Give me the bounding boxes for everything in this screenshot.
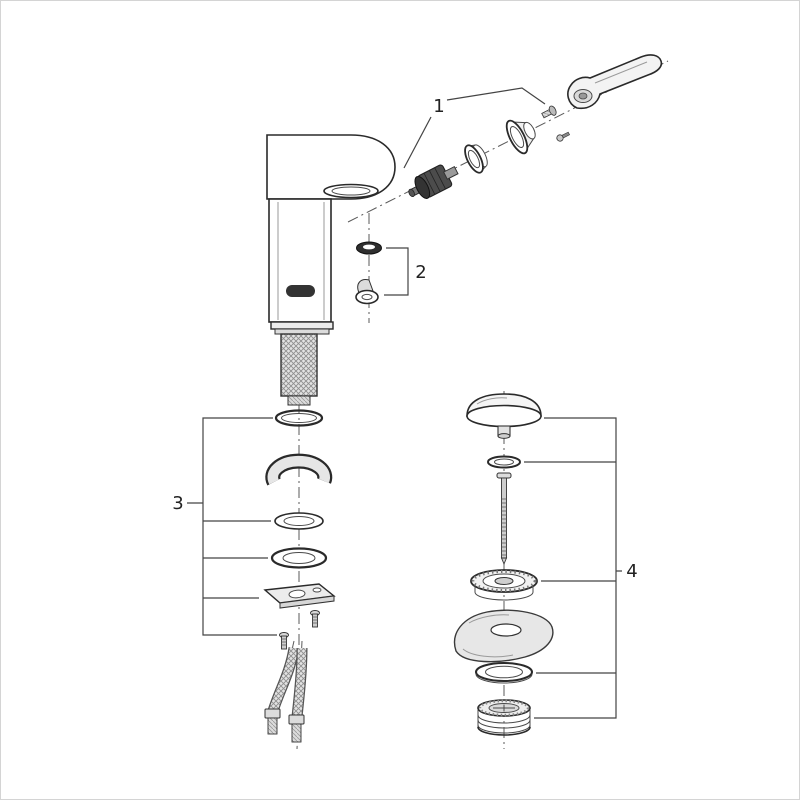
base-gasket bbox=[270, 321, 334, 330]
washer-ring bbox=[270, 547, 328, 569]
supply-hoses bbox=[264, 647, 308, 743]
callout-1-label: 1 bbox=[433, 96, 444, 117]
callout-1-leader bbox=[446, 87, 546, 105]
drain-plug-cap bbox=[466, 393, 542, 439]
shank-thread-tail bbox=[287, 395, 311, 406]
callout-2-label: 2 bbox=[415, 262, 426, 283]
spout-parts-group2 bbox=[355, 241, 382, 305]
hose-thread bbox=[267, 717, 278, 735]
drain-rod-screw bbox=[496, 472, 512, 566]
spout bbox=[266, 134, 396, 200]
mounting-plate bbox=[263, 583, 336, 609]
callout-3-label: 3 bbox=[172, 493, 183, 514]
aerator-inner bbox=[331, 186, 371, 196]
handle-screw bbox=[541, 105, 557, 119]
o-ring bbox=[274, 409, 324, 427]
callout-1: 1 bbox=[403, 87, 546, 169]
drain-flange bbox=[470, 569, 538, 601]
mounting-horseshoe bbox=[265, 453, 333, 486]
threaded-shank bbox=[280, 333, 318, 397]
basin-drain-hole bbox=[490, 623, 522, 637]
mounting-screw bbox=[310, 610, 320, 628]
callout-2-bracket bbox=[384, 247, 409, 296]
callout-3: 3 bbox=[172, 417, 277, 636]
dome-cap bbox=[505, 119, 536, 155]
cartridge-sleeve bbox=[464, 144, 488, 174]
basin-cutaway bbox=[453, 609, 554, 663]
o-ring-hole bbox=[363, 244, 375, 250]
callout-2: 2 bbox=[384, 247, 427, 296]
hose-thread bbox=[291, 723, 302, 743]
callout-1-leader bbox=[403, 116, 432, 169]
hose-nut bbox=[288, 714, 305, 725]
mounting-screw bbox=[279, 632, 289, 650]
washer-thin bbox=[274, 512, 324, 530]
o-ring-inner bbox=[281, 413, 317, 423]
callout-4: 4 bbox=[524, 417, 638, 719]
handle-assembly-group1 bbox=[408, 54, 663, 199]
callout-4-ticks bbox=[524, 461, 622, 674]
callout-3-bracket bbox=[202, 417, 277, 636]
callout-4-bracket bbox=[534, 417, 617, 719]
drain-seal-washer bbox=[475, 662, 533, 684]
base-plate bbox=[274, 328, 330, 335]
sensor-window bbox=[286, 285, 315, 297]
faucet-assembly bbox=[266, 134, 396, 406]
hose-nut bbox=[264, 708, 281, 719]
set-screw bbox=[556, 131, 570, 142]
spout-clip bbox=[355, 279, 379, 305]
aerator-outline bbox=[323, 183, 379, 199]
cartridge bbox=[408, 164, 459, 199]
drain-assembly-group4 bbox=[453, 393, 554, 736]
callout-4-label: 4 bbox=[626, 561, 637, 582]
drain-washer-small bbox=[487, 455, 521, 469]
drain-body bbox=[477, 699, 531, 736]
handle-lever bbox=[567, 54, 663, 110]
callout-3-ticks bbox=[187, 502, 271, 599]
mounting-parts-group3 bbox=[263, 409, 336, 743]
